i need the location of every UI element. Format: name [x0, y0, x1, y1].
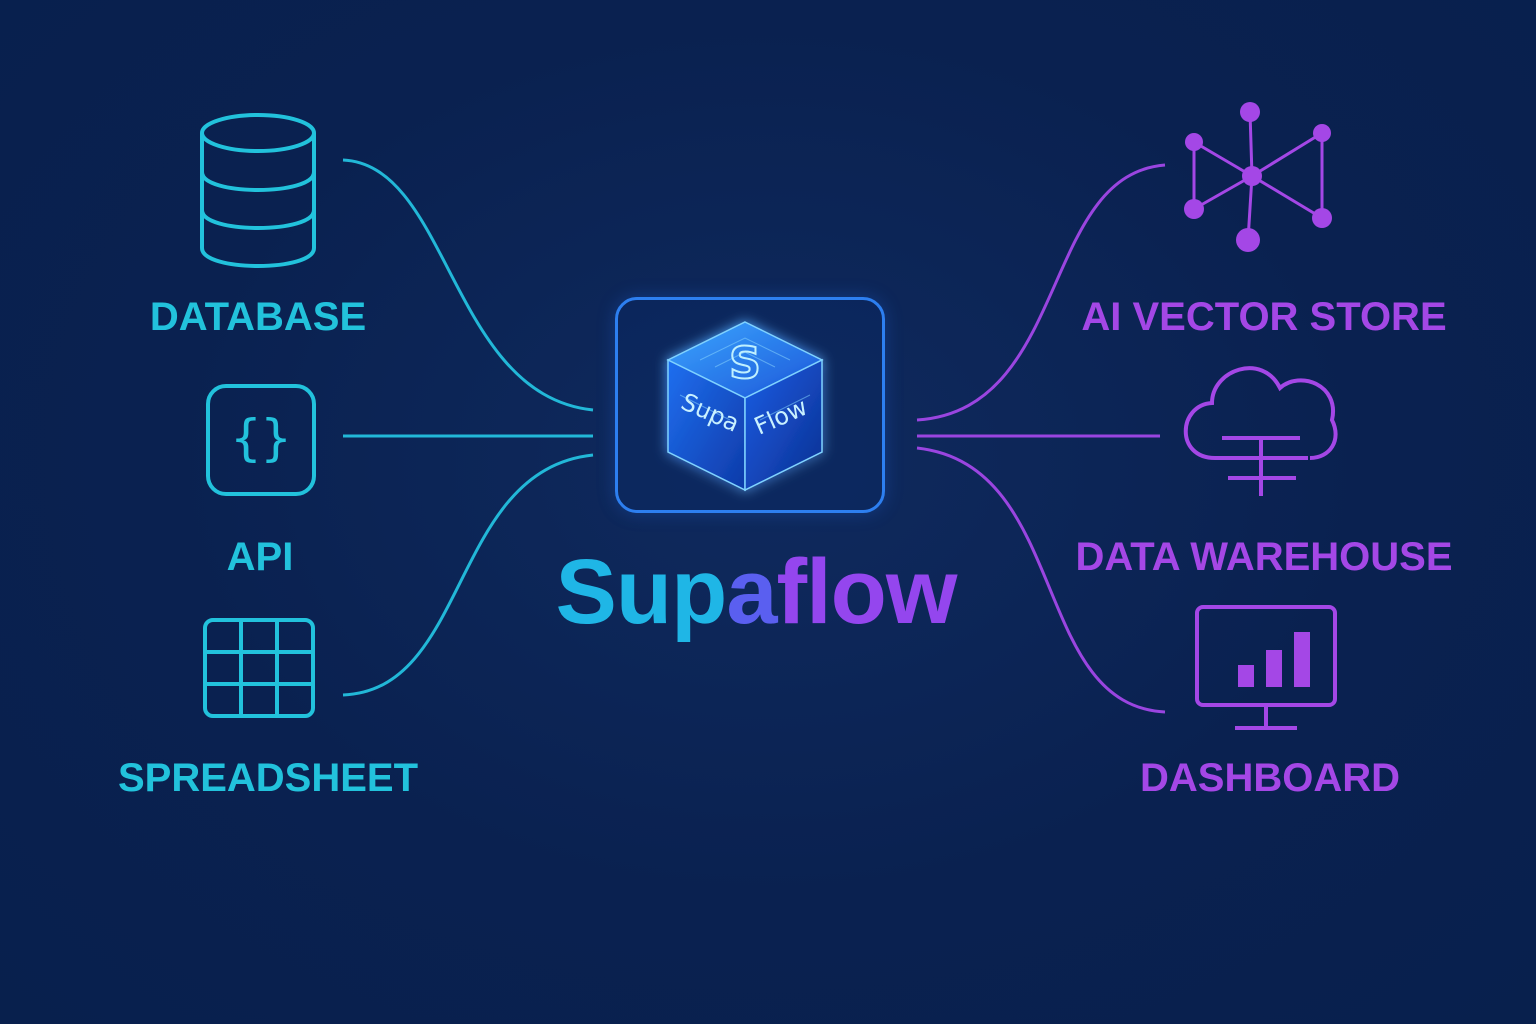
cube-letter: S	[729, 338, 761, 389]
connector-vector-store	[916, 163, 1166, 422]
label-ai-vector-store: AI VECTOR STORE	[1081, 295, 1447, 339]
monitor-bar-chart-icon	[1195, 605, 1337, 730]
svg-text:{}: {}	[231, 409, 291, 467]
connector-dashboard	[916, 446, 1166, 714]
brand-part-a: a	[726, 541, 777, 643]
spreadsheet-grid-icon	[203, 618, 315, 718]
cloud-storage-icon	[1183, 366, 1338, 496]
network-graph-icon	[1184, 102, 1332, 252]
label-api: API	[226, 535, 294, 579]
brand-part-flow: flow	[776, 541, 957, 643]
curly-braces-icon: {}	[206, 384, 316, 496]
label-database: DATABASE	[149, 295, 367, 339]
brand-part-sup: Sup	[555, 541, 728, 643]
connector-spreadsheet	[342, 453, 594, 697]
brand-wordmark: Supaflow	[555, 540, 958, 645]
label-dashboard: DASHBOARD	[1140, 756, 1400, 800]
supaflow-cube-logo	[666, 321, 824, 492]
label-data-warehouse: DATA WAREHOUSE	[1075, 535, 1453, 579]
connector-database	[342, 158, 594, 412]
label-spreadsheet: SPREADSHEET	[117, 756, 419, 800]
database-icon	[200, 113, 316, 268]
